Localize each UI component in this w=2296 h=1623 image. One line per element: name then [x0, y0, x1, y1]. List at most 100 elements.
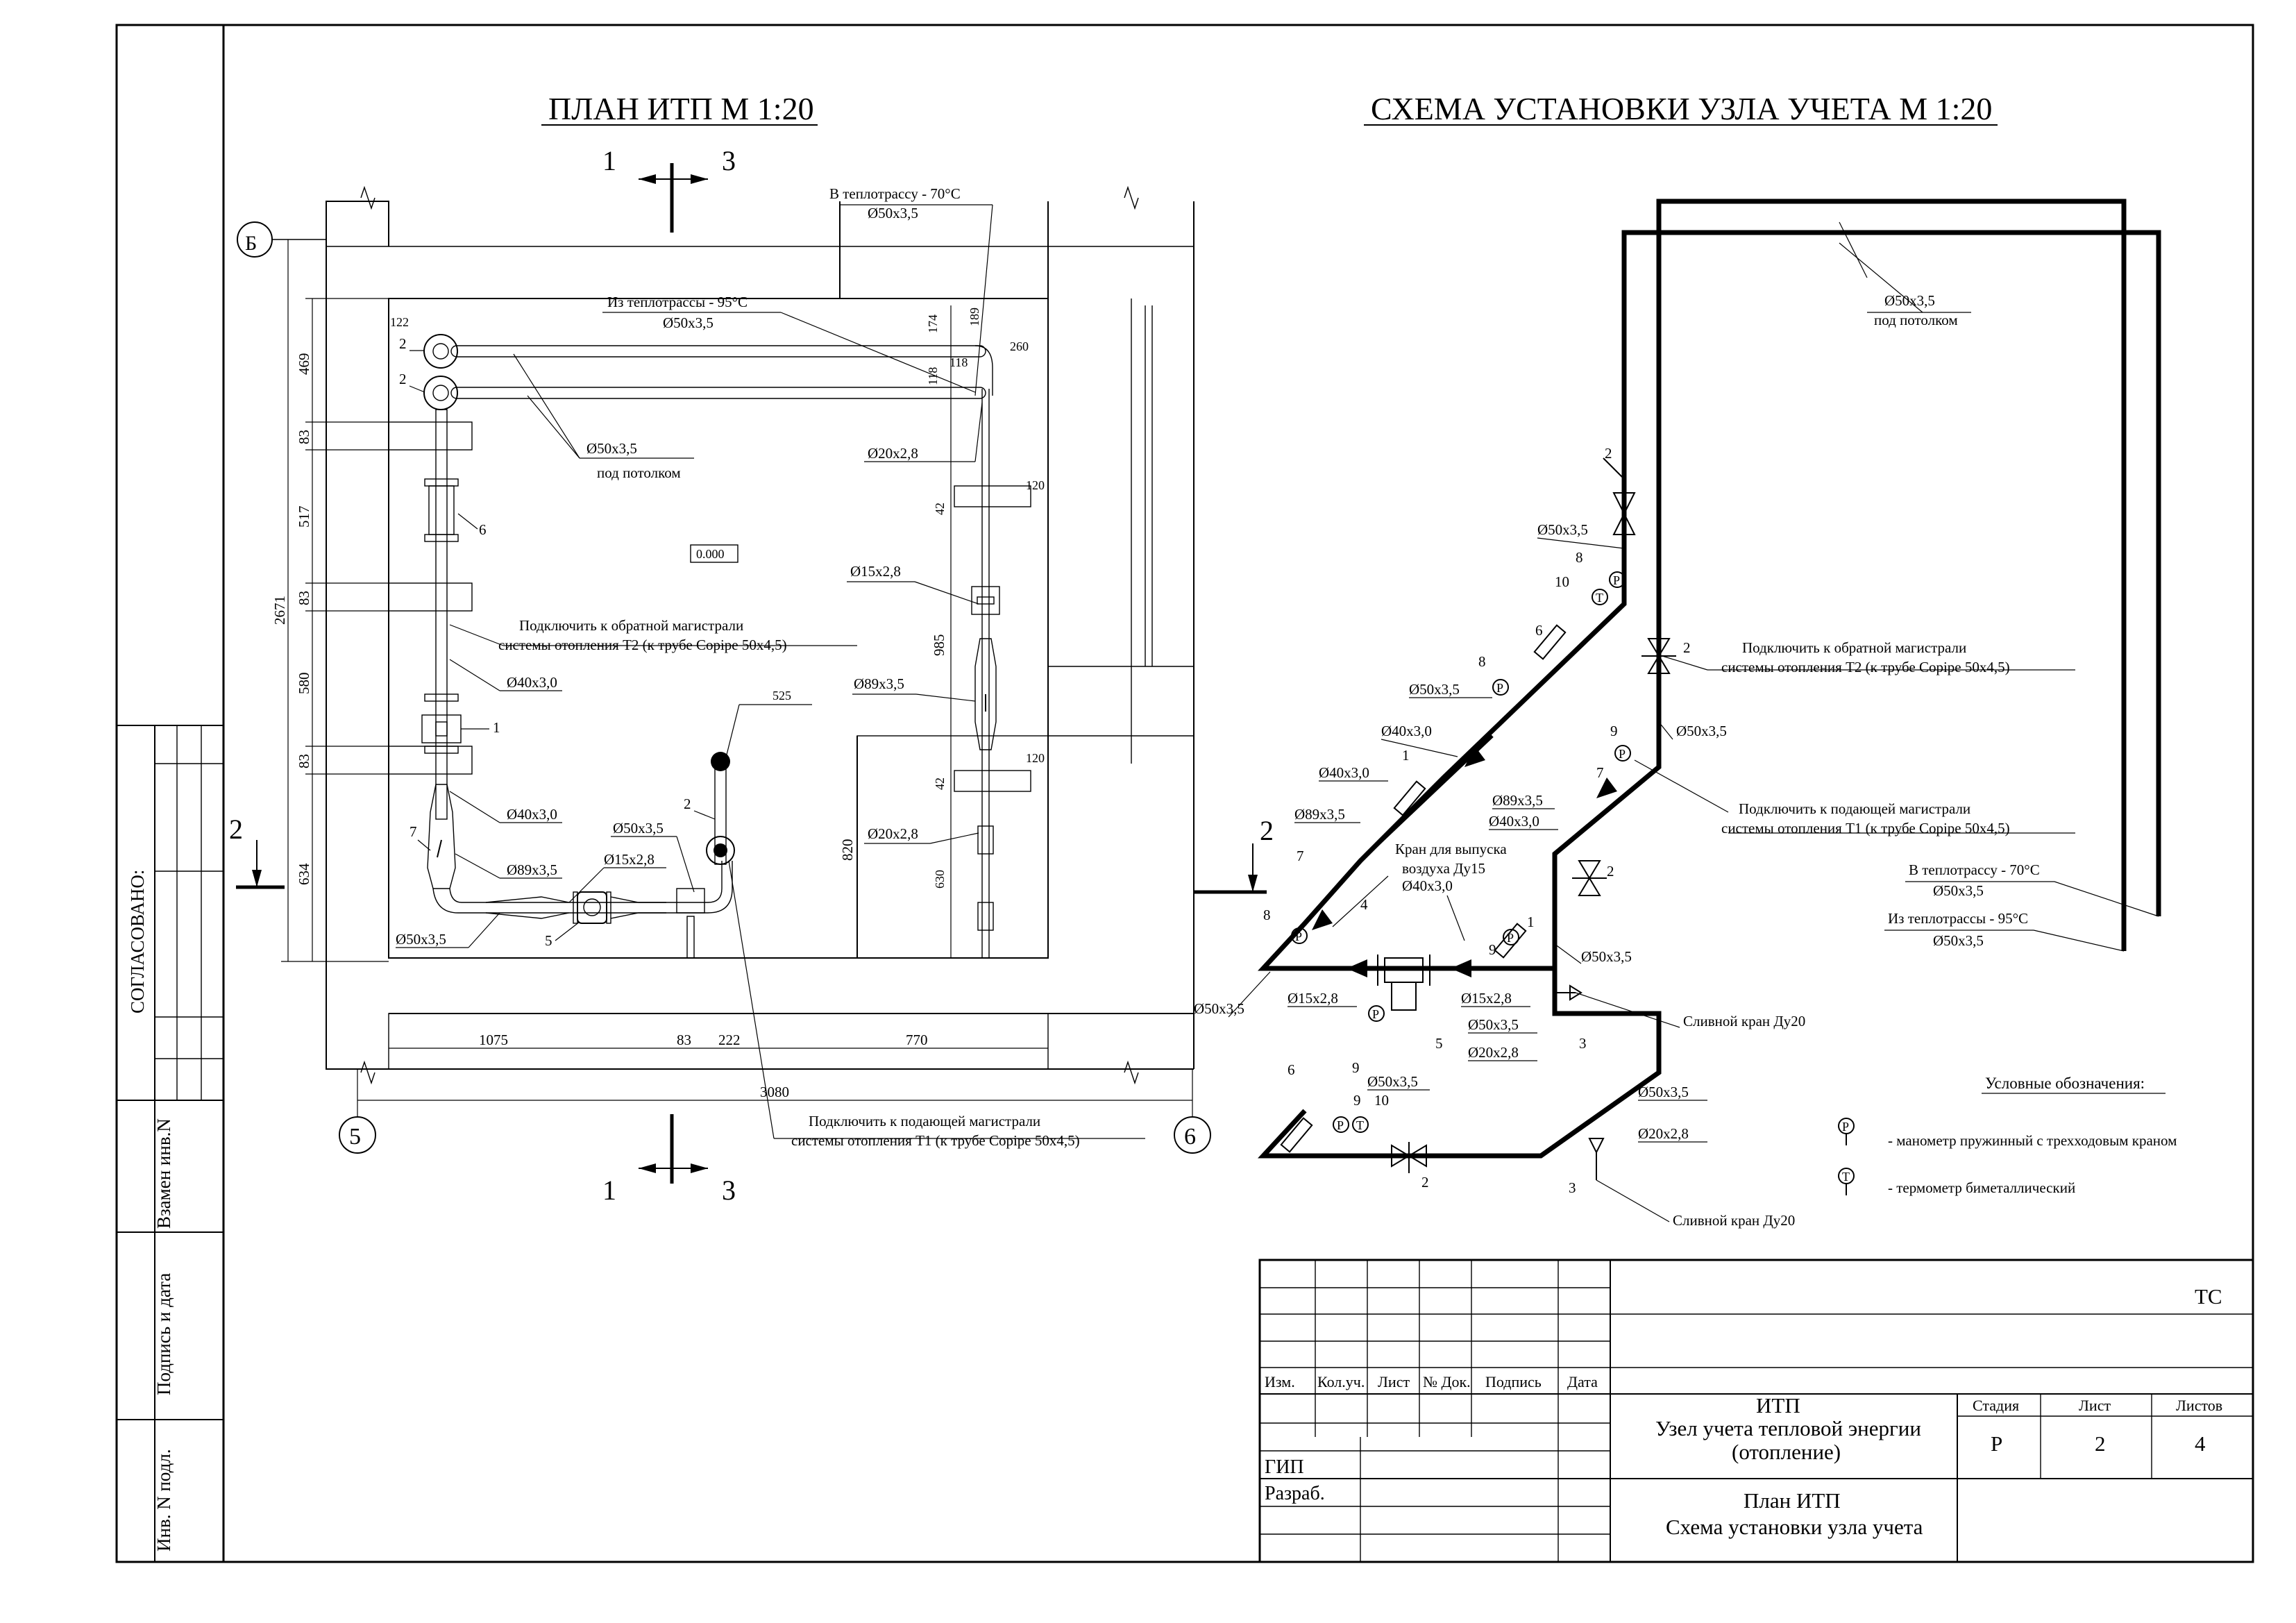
gauge-3: P	[1614, 745, 1631, 762]
plan-d50a: Ø50x3,5	[613, 820, 664, 836]
gauge-2: P	[1492, 679, 1509, 696]
svg-text:T: T	[1356, 1118, 1364, 1132]
stamp-code: ТС	[2195, 1284, 2222, 1309]
scheme-mark-8b: 8	[1478, 653, 1486, 670]
stamp-title-1: План ИТП	[1744, 1488, 1841, 1513]
dim-83b: 83	[296, 591, 312, 605]
stamp-sheet-h: Лист	[2079, 1397, 2111, 1414]
stamp-sheets: 4	[2195, 1431, 2206, 1456]
scheme-mark-8a: 8	[1576, 549, 1583, 566]
scheme-mark-2c: 2	[1607, 863, 1614, 880]
gauge-7: P	[1333, 1116, 1349, 1133]
stamp-obj-2: Узел учета тепловой энергии	[1655, 1416, 1921, 1440]
scheme-d-s17: Ø20x2,8	[1638, 1125, 1689, 1142]
scheme-mark-9a: 9	[1610, 723, 1618, 739]
scheme-drain-2: Сливной кран Ду20	[1673, 1212, 1795, 1229]
plan-d50b: Ø50x3,5	[396, 931, 446, 948]
dim-120a: 120	[1026, 478, 1045, 492]
section-1-bottom: 1	[602, 1175, 616, 1206]
plan-connect-return-1: Подключить к обратной магистрали	[519, 617, 743, 634]
scheme-supply-from: Из теплотрассы - 95°С	[1888, 910, 2028, 927]
plan-return-to-d: Ø50x3,5	[868, 205, 918, 221]
plan-walls	[326, 185, 1195, 1085]
approved-label: СОГЛАСОВАНО:	[127, 870, 148, 1014]
plan-level: 0.000	[696, 547, 725, 561]
plan-connect-return-2: системы отопления Т2 (к трубе Copipe 50x…	[498, 637, 787, 653]
plan-supply-from-d: Ø50x3,5	[663, 314, 714, 331]
stamp-col-sign: Подпись	[1485, 1373, 1542, 1390]
scheme-d-s6: Ø50x3,5	[1194, 1000, 1244, 1017]
side-stamp: СОГЛАСОВАНО: Взамен инв.N Подпись и дата…	[116, 725, 224, 1563]
scheme-d-s16: Ø50x3,5	[1638, 1084, 1689, 1100]
plan-labels: В теплотрассу - 70°С Ø50x3,5 Из теплотра…	[396, 185, 1145, 1149]
plan-mark-2c: 2	[684, 796, 691, 812]
svg-text:P: P	[1295, 930, 1302, 943]
dim-260: 260	[1010, 339, 1029, 353]
plan-title: ПЛАН ИТП М 1:20	[548, 91, 814, 126]
gauge-6: P	[1368, 1005, 1385, 1022]
title-block: ТС Изм. Кол.уч. Лист № Док. Подпись Дата…	[1258, 1259, 2254, 1563]
plan-d40a: Ø40x3,0	[507, 674, 557, 691]
plan-section-marks: 1 3 1 3 2 2	[229, 145, 1274, 1206]
dim-83c: 83	[296, 754, 312, 768]
scheme-mark-1b: 1	[1527, 914, 1535, 930]
section-3-bottom: 3	[722, 1175, 736, 1206]
stamp-stage: Р	[1991, 1431, 2002, 1456]
stamp-col-date: Дата	[1567, 1373, 1598, 1390]
plan-d20b: Ø20x2,8	[868, 825, 918, 842]
scheme-mark-9b: 9	[1489, 941, 1496, 958]
stamp-col-list: Лист	[1378, 1373, 1410, 1390]
scheme-d-s4: Ø40x3,0	[1319, 764, 1369, 781]
plan-d40b: Ø40x3,0	[507, 806, 557, 823]
sheet-frame	[115, 24, 2254, 1563]
scheme-d-s14: Ø20x2,8	[1468, 1044, 1519, 1061]
dim-42b: 42	[933, 777, 947, 790]
scheme-mark-3a: 3	[1579, 1035, 1587, 1052]
stamp-stage-h: Стадия	[1973, 1397, 2019, 1414]
scheme-d-s15: Ø50x3,5	[1367, 1073, 1418, 1090]
scheme-mark-9c: 9	[1352, 1059, 1360, 1076]
sign-date-label: Подпись и дата	[153, 1273, 174, 1395]
scheme-d-s9: Ø40x3,0	[1402, 877, 1453, 894]
dim-122: 122	[390, 315, 409, 329]
dim-222: 222	[718, 1032, 741, 1048]
plan-d20a: Ø20x2,8	[868, 445, 918, 462]
scheme-mark-2d: 2	[1421, 1174, 1429, 1191]
svg-text:T: T	[1842, 1170, 1850, 1184]
svg-text:P: P	[1842, 1120, 1849, 1134]
dim-770: 770	[906, 1032, 928, 1048]
thermo-2: T	[1352, 1116, 1369, 1133]
scheme-mark-7a: 7	[1297, 848, 1304, 864]
plan-under-ceiling-d: Ø50x3,5	[586, 440, 637, 457]
dim-42a: 42	[933, 503, 947, 515]
plan-mark-6: 6	[479, 521, 487, 538]
scheme-d-s11: Ø15x2,8	[1288, 990, 1338, 1007]
stamp-sheet: 2	[2095, 1431, 2106, 1456]
dim-174: 174	[926, 314, 940, 333]
dim-118a: 118	[949, 355, 968, 369]
scheme-title: СХЕМА УСТАНОВКИ УЗЛА УЧЕТА М 1:20	[1371, 91, 1992, 126]
scheme-top-d: Ø50x3,5	[1884, 292, 1935, 309]
plan-mark-7: 7	[410, 823, 417, 840]
svg-text:T: T	[1596, 591, 1603, 605]
dim-525: 525	[773, 689, 791, 703]
dim-985: 985	[931, 634, 947, 657]
stamp-obj-1: ИТП	[1756, 1393, 1800, 1418]
scheme-d-s5: Ø89x3,5	[1294, 806, 1345, 823]
scheme-mark-9d: 9	[1353, 1092, 1361, 1109]
scheme-mark-2b: 2	[1683, 639, 1691, 656]
scheme-top-note: под потолком	[1874, 312, 1958, 328]
section-2-right: 2	[1260, 815, 1274, 846]
plan-d89b: Ø89x3,5	[854, 675, 904, 692]
section-2-left: 2	[229, 814, 243, 845]
svg-text:P: P	[1337, 1118, 1344, 1132]
svg-text:P: P	[1372, 1007, 1379, 1021]
scheme-d-s-right: Ø50x3,5	[1676, 723, 1727, 739]
plan-connect-supply-1: Подключить к подающей магистрали	[809, 1113, 1040, 1129]
replace-inv-label: Взамен инв.N	[153, 1118, 174, 1229]
stamp-gip: ГИП	[1265, 1456, 1304, 1478]
scheme-mark-5: 5	[1435, 1035, 1443, 1052]
plan-mark-2a: 2	[399, 335, 407, 352]
dim-517: 517	[296, 506, 312, 528]
axis-5: 5	[349, 1124, 361, 1150]
